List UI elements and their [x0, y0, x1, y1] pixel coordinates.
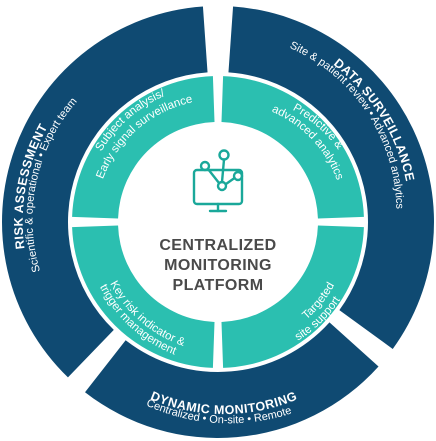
inner-ring: [72, 76, 364, 368]
outer-segment-dynamic-monitoring: [85, 322, 379, 438]
inner-segment-predictive-analytics: [221, 76, 364, 219]
center-disc: [120, 124, 316, 320]
outer-ring: [1, 6, 435, 438]
center-title-line-3: PLATFORM: [173, 277, 264, 294]
inner-segment-subject-analysis: [72, 76, 215, 219]
outer-segment-risk-assessment: [1, 6, 208, 378]
inner-segment-kri-management: [72, 225, 215, 368]
outer-segment-data-surveillance: [228, 6, 435, 349]
inner-segment-targeted-support: [221, 225, 364, 368]
center-title-line-2: MONITORING: [164, 257, 272, 274]
center-title-line-1: CENTRALIZED: [159, 237, 276, 254]
monitor-network-icon: [192, 149, 244, 213]
